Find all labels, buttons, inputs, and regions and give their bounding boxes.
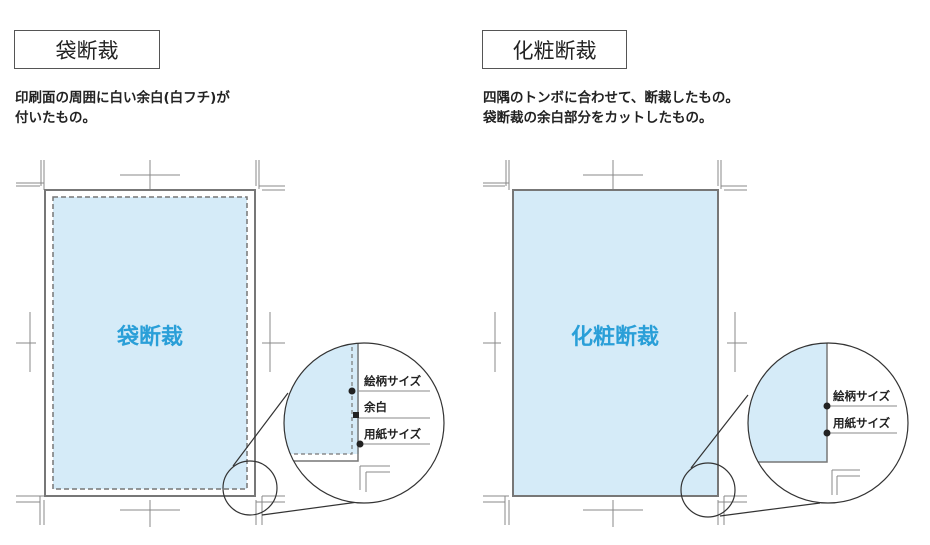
trimmed-sheet bbox=[512, 189, 719, 497]
center-label: 化粧断裁 bbox=[571, 324, 659, 350]
description-line: 印刷面の周囲に白い余白(白フチ)が bbox=[15, 90, 230, 106]
label-margin: 余白 bbox=[363, 400, 387, 414]
label-image-size: 絵柄サイズ bbox=[364, 374, 422, 388]
zoom-circle bbox=[283, 342, 445, 504]
magnifier-small-circle bbox=[680, 462, 736, 518]
marker-dot bbox=[356, 440, 364, 448]
fukuro-diagram: 袋断裁 絵柄サイズ 余白 用紙サイズ bbox=[16, 160, 445, 527]
label-paper-size: 用紙サイズ bbox=[363, 427, 422, 441]
magnifier-small-circle bbox=[222, 460, 278, 516]
magnifier-connector-top bbox=[690, 394, 749, 469]
trim-marks bbox=[16, 160, 285, 527]
fukuro-danssai-panel: 袋断裁 印刷面の周囲に白い余白(白フチ)が 付いたもの。 bbox=[14, 30, 445, 527]
panel-title-box: 化粧断裁 bbox=[482, 30, 627, 69]
marker-dot bbox=[823, 402, 831, 410]
label-image-size: 絵柄サイズ bbox=[833, 389, 891, 403]
marker-dot bbox=[348, 387, 356, 395]
kesho-dansai-panel: 化粧断裁 四隅のトンボに合わせて、断裁したもの。 袋断裁の余白部分をカットしたも… bbox=[465, 0, 930, 545]
center-label: 袋断裁 bbox=[116, 324, 183, 350]
magnifier-connector-top bbox=[232, 392, 289, 467]
description-line: 四隅のトンボに合わせて、断裁したもの。 bbox=[483, 90, 739, 106]
magnifier-connector-bottom bbox=[261, 501, 359, 516]
marker-square bbox=[353, 412, 359, 418]
panel-description: 印刷面の周囲に白い余白(白フチ)が 付いたもの。 bbox=[15, 88, 230, 128]
panel-title-box: 袋断裁 bbox=[14, 30, 160, 69]
kesho-diagram: 化粧断裁 絵柄サイズ 用紙サイズ bbox=[483, 160, 909, 527]
marker-dot bbox=[823, 429, 831, 437]
panel-title: 袋断裁 bbox=[55, 38, 119, 63]
trim-marks bbox=[483, 160, 747, 527]
panel-title: 化粧断裁 bbox=[512, 38, 597, 63]
magnifier-connector-bottom bbox=[719, 502, 821, 517]
panel-description: 四隅のトンボに合わせて、断裁したもの。 袋断裁の余白部分をカットしたもの。 bbox=[483, 88, 739, 128]
zoom-circle bbox=[747, 342, 909, 504]
image-area bbox=[52, 196, 248, 490]
label-paper-size: 用紙サイズ bbox=[832, 416, 891, 430]
description-line: 袋断裁の余白部分をカットしたもの。 bbox=[483, 110, 713, 126]
description-line: 付いたもの。 bbox=[15, 110, 96, 126]
